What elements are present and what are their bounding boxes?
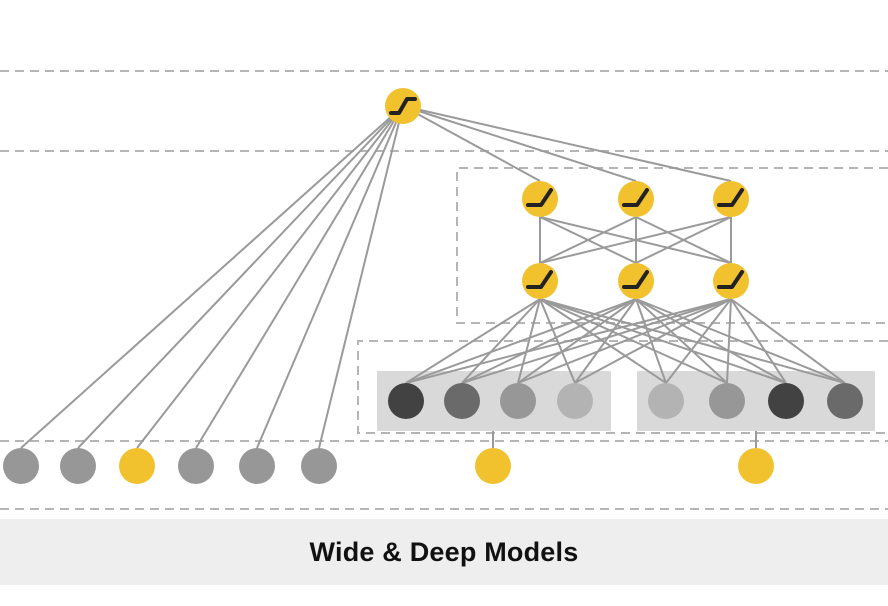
wide-to-output-edge [136, 105, 404, 449]
wide-feature-node [119, 448, 155, 484]
wide-feature-node [301, 448, 337, 484]
wide-feature-node [60, 448, 96, 484]
embedding-to-hidden-edge [574, 298, 732, 384]
relu-icon [526, 270, 553, 289]
hidden-layer-edge [539, 216, 732, 264]
embedding-to-hidden-edge [461, 298, 541, 384]
hidden-layer-edge [635, 216, 732, 264]
relu-icon [717, 270, 744, 289]
hidden-layer-edge [539, 216, 637, 264]
wide-feature-node [239, 448, 275, 484]
embedding-to-hidden-edge [635, 298, 846, 384]
embedding-to-hidden-edge [405, 298, 637, 384]
diagram-title: Wide & Deep Models [309, 536, 579, 567]
embedding-to-hidden-edge [665, 298, 732, 384]
hidden-unit-layer-2 [618, 181, 654, 217]
relu-icon [622, 188, 649, 207]
hidden-unit-layer-1 [713, 263, 749, 299]
sparse-feature-node [738, 448, 774, 484]
connection-edges [20, 105, 846, 449]
sparse-feature-node [475, 448, 511, 484]
embedding-to-hidden-edge [726, 298, 732, 384]
hidden-to-output-edge [402, 105, 732, 182]
wide-to-output-edge [256, 105, 404, 449]
hidden-to-output-edge [402, 105, 637, 182]
dense-embedding-node [709, 383, 745, 419]
dense-embedding-node [388, 383, 424, 419]
dense-embedding-node [500, 383, 536, 419]
caption-bar: Wide & Deep Models [0, 519, 888, 585]
network-nodes [3, 88, 863, 484]
dense-embedding-node [444, 383, 480, 419]
layer-guides [0, 70, 888, 510]
dense-embedding-node [827, 383, 863, 419]
embedding-to-hidden-edge [539, 298, 846, 384]
embedding-to-hidden-edge [539, 298, 576, 384]
embedding-to-hidden-edge [635, 298, 667, 384]
embedding-to-hidden-edge [539, 298, 667, 384]
sigmoid-icon [389, 97, 417, 115]
hidden-unit-layer-1 [522, 263, 558, 299]
hidden-unit-layer-2 [713, 181, 749, 217]
dense-embedding-node [768, 383, 804, 419]
relu-icon [717, 188, 744, 207]
embedding-to-hidden-edge [405, 298, 541, 384]
embedding-to-hidden-edge [461, 298, 637, 384]
embedding-to-hidden-edge [539, 298, 787, 384]
embedding-to-hidden-edge [635, 298, 728, 384]
embedding-to-hidden-edge [517, 298, 541, 384]
wide-to-output-edge [20, 105, 404, 449]
embedding-to-hidden-edge [461, 298, 732, 384]
hidden-unit-layer-1 [618, 263, 654, 299]
embedding-layer-box [357, 340, 888, 434]
embedding-to-hidden-edge [730, 298, 846, 384]
hidden-to-output-edge [402, 105, 541, 182]
embedding-to-hidden-edge [517, 298, 637, 384]
wide-feature-node [3, 448, 39, 484]
dense-embedding-node [648, 383, 684, 419]
wide-to-output-edge [77, 105, 404, 449]
embedding-to-hidden-edge [574, 298, 637, 384]
embedding-to-hidden-edge [730, 298, 787, 384]
dense-embedding-node [557, 383, 593, 419]
wide-feature-node [178, 448, 214, 484]
relu-icon [622, 270, 649, 289]
embedding-to-hidden-edge [539, 298, 728, 384]
wide-to-output-edge [195, 105, 404, 449]
embedding-to-hidden-edge [517, 298, 732, 384]
hidden-unit-layer-2 [522, 181, 558, 217]
relu-icon [526, 188, 553, 207]
embedding-to-hidden-edge [635, 298, 787, 384]
embedding-to-hidden-edge [405, 298, 732, 384]
wide-to-output-edge [318, 105, 404, 449]
